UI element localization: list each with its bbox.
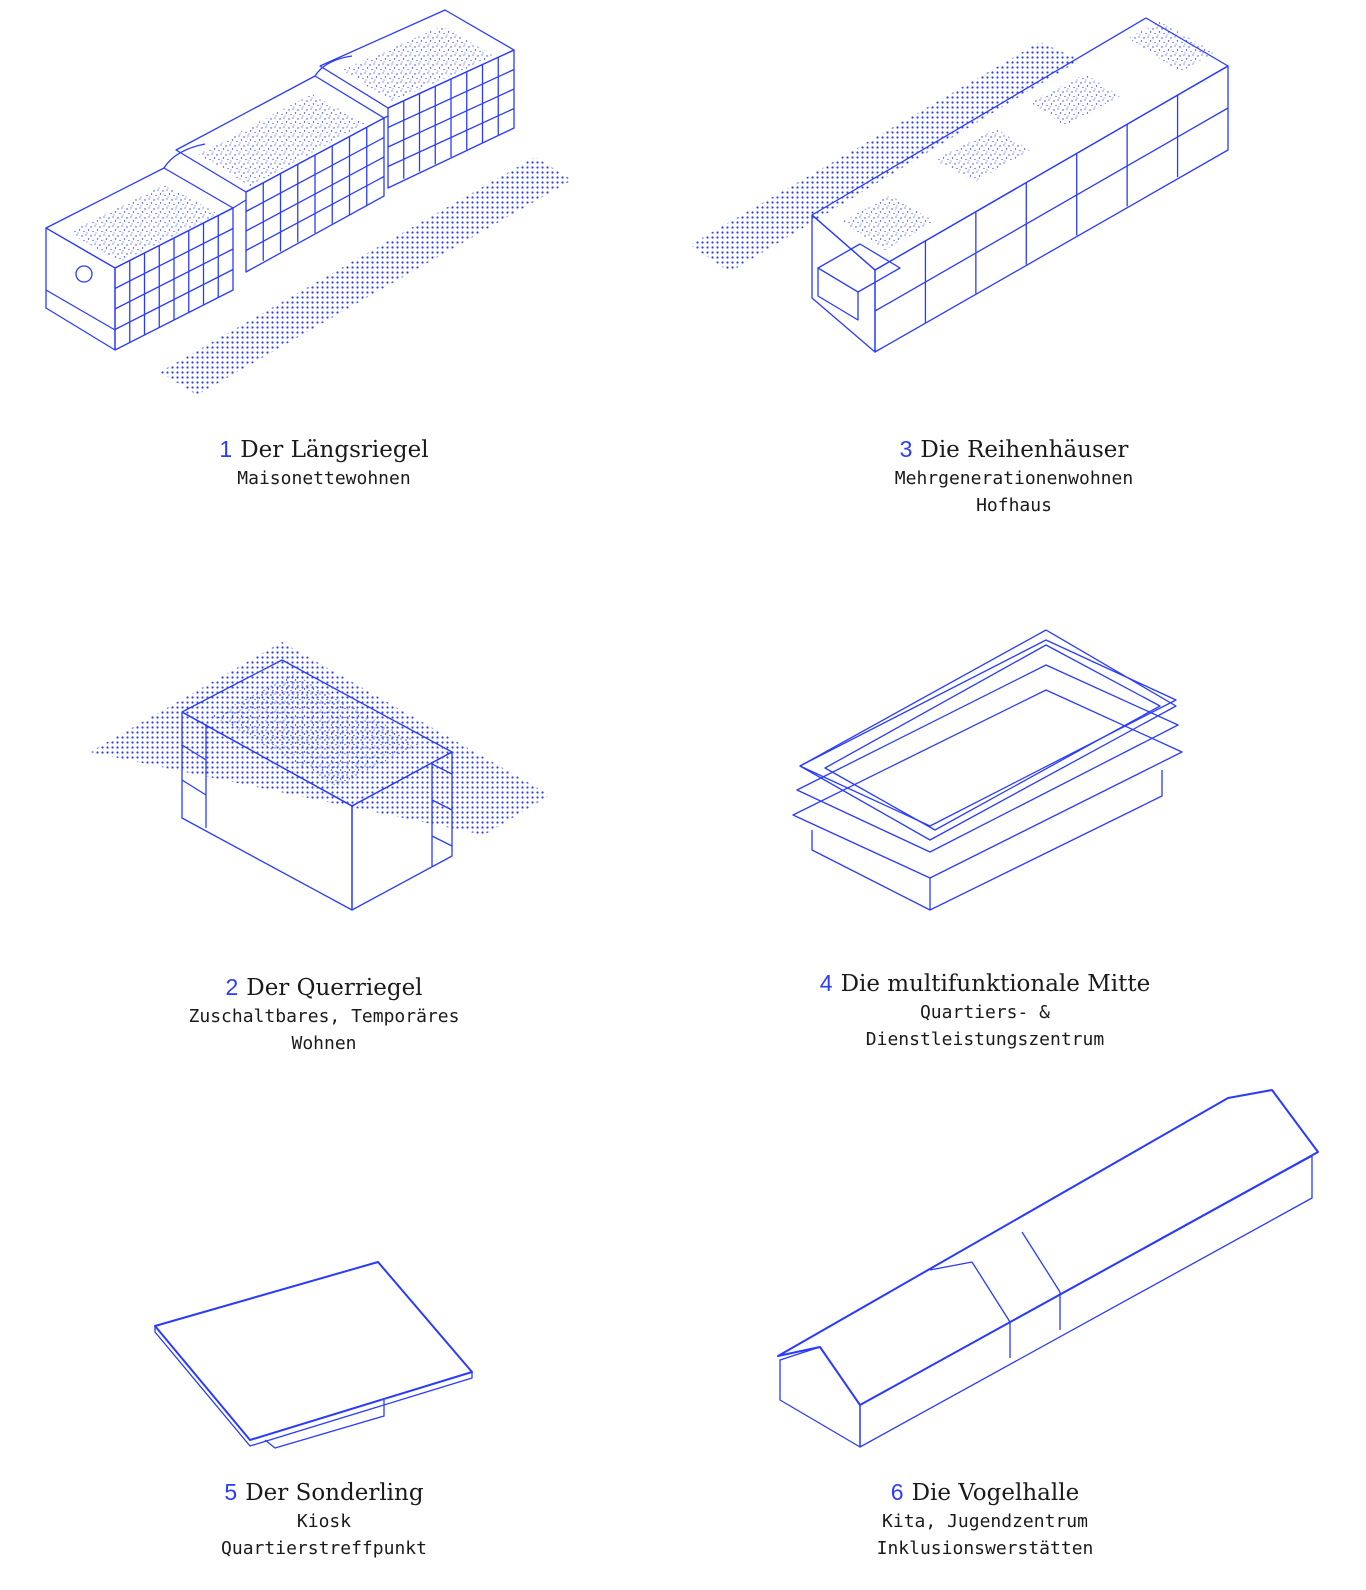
- facade-floor-line: [245, 136, 385, 213]
- caption-number: 3: [899, 436, 913, 462]
- facade-mullions: [114, 57, 515, 343]
- caption-line: Dienstleistungszentrum: [865, 1029, 1105, 1050]
- building-1-laengsriegel: [45, 9, 572, 395]
- building-3-reihenhaeuser: [690, 17, 1229, 353]
- caption-line: Maisonettewohnen: [237, 468, 411, 489]
- caption-number: 6: [890, 1479, 904, 1505]
- caption-line: Zuschaltbares, Temporäres: [188, 1006, 460, 1027]
- building-6-vogelhalle: [777, 1089, 1319, 1448]
- caption-number: 2: [225, 974, 239, 1000]
- caption-number: 1: [219, 436, 233, 462]
- facade-floor-line: [114, 248, 234, 310]
- caption-number: 5: [224, 1479, 238, 1505]
- caption-line: Kita, Jugendzentrum: [882, 1511, 1088, 1532]
- row-house-divisions: [874, 95, 1229, 323]
- row-house-floor-line: [874, 107, 1229, 312]
- caption-number: 4: [819, 970, 833, 996]
- facade-floor-line: [387, 107, 515, 168]
- facade-floor-line: [387, 68, 515, 129]
- caption-line: Quartierstreffpunkt: [221, 1538, 427, 1559]
- building-2-querriegel: [90, 642, 550, 911]
- facade-floor-line: [114, 227, 234, 290]
- building-4-mitte: [792, 629, 1183, 911]
- facade-floor-line: [245, 175, 385, 252]
- caption-line: Kiosk: [296, 1511, 352, 1532]
- caption-line: Quartiers- &: [919, 1002, 1051, 1023]
- caption-line: Wohnen: [291, 1033, 357, 1054]
- facade-floor-line: [387, 88, 515, 148]
- facade-floor-line: [114, 268, 234, 331]
- caption-line: Mehrgenerationenwohnen: [894, 468, 1134, 489]
- facade-floor-line: [245, 156, 385, 232]
- caption-line: Inklusionswerstätten: [876, 1538, 1094, 1559]
- caption-line: Hofhaus: [976, 495, 1052, 516]
- building-5-sonderling: [154, 1261, 473, 1449]
